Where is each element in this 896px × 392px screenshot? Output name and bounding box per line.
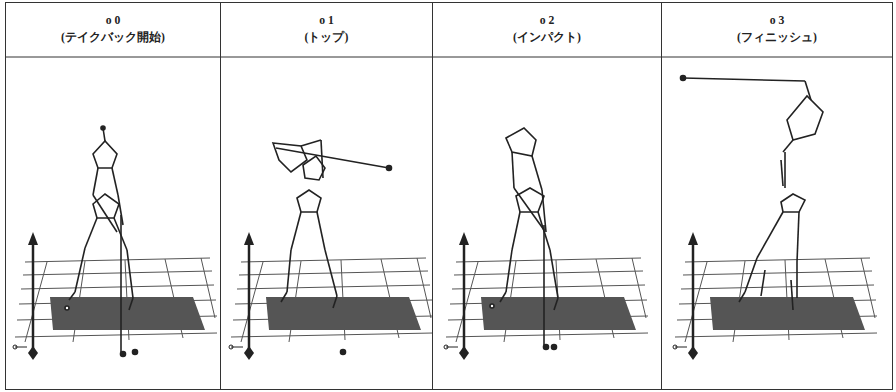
phase-number: o 2 [433, 12, 661, 29]
phase-panel: o 0(テイクバック開始) [5, 2, 221, 390]
table-rule [5, 57, 893, 58]
stick-figure [273, 140, 392, 355]
phase-name: (インパクト) [433, 29, 661, 46]
phase-name: (トップ) [221, 29, 432, 46]
phase-name: (テイクバック開始) [6, 29, 220, 46]
floor-grid [229, 232, 433, 360]
floor-grid [13, 232, 217, 360]
floor-grid [673, 232, 877, 360]
phase-number: o 0 [6, 12, 220, 29]
phase-number: o 3 [662, 12, 892, 29]
stick-figure [490, 128, 558, 350]
stick-figure [681, 76, 824, 311]
stick-figure [65, 126, 138, 357]
phase-number: o 1 [221, 12, 432, 29]
phase-panel: o 2(インパクト) [433, 2, 662, 390]
phase-name: (フィニッシュ) [662, 29, 892, 46]
phase-panel: o 1(トップ) [221, 2, 433, 390]
floor-grid [444, 232, 648, 360]
phase-panel: o 3(フィニッシュ) [662, 2, 893, 390]
